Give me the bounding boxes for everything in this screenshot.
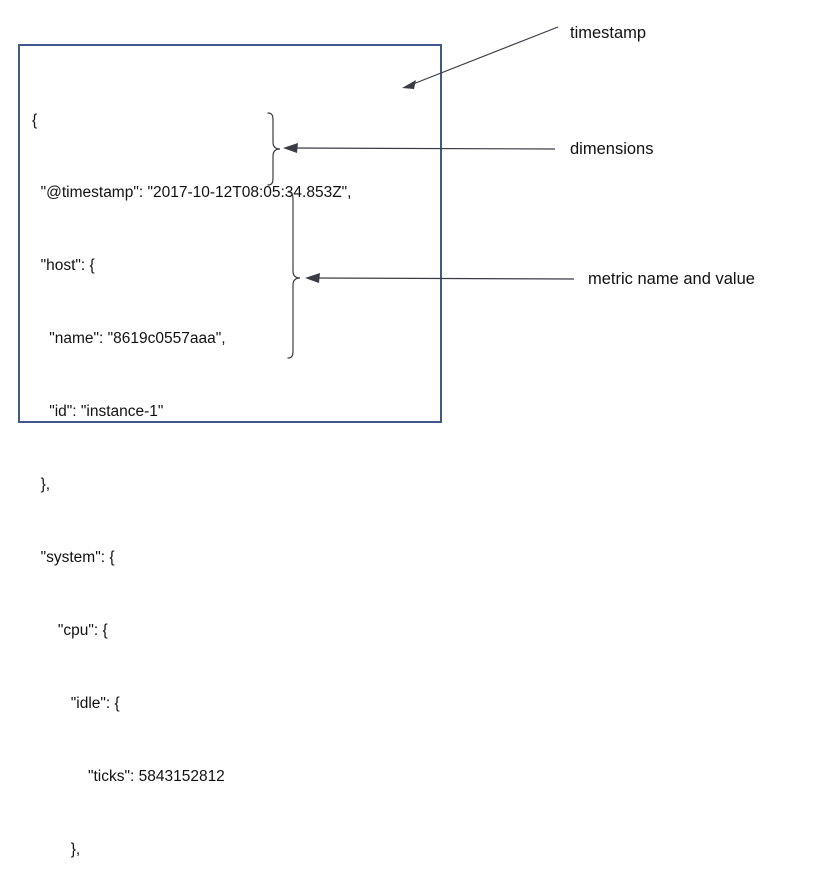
annotation-label-timestamp: timestamp	[570, 24, 647, 42]
json-line-idle-open: "idle": {	[32, 694, 120, 712]
json-line-system-open: "system": {	[32, 548, 115, 566]
json-line-idle-close: },	[32, 840, 81, 858]
annotation-label-metric: metric name and value	[588, 270, 755, 288]
json-line-cpu-open: "cpu": {	[32, 621, 108, 639]
json-line-ticks: "ticks": 5843152812	[32, 767, 225, 785]
json-line: {	[32, 111, 38, 129]
json-line-host-close: },	[32, 476, 51, 494]
json-line-host-id: "id": "instance-1"	[32, 403, 164, 421]
json-line-host-name: "name": "8619c0557aaa",	[32, 330, 226, 348]
json-line-host-open: "host": {	[32, 257, 95, 275]
json-code-block: { "@timestamp": "2017-10-12T08:05:34.853…	[32, 60, 352, 874]
annotation-label-dimensions: dimensions	[570, 140, 654, 158]
json-document-box: { "@timestamp": "2017-10-12T08:05:34.853…	[18, 44, 442, 858]
diagram-canvas: { "@timestamp": "2017-10-12T08:05:34.853…	[18, 24, 755, 858]
json-line-timestamp: "@timestamp": "2017-10-12T08:05:34.853Z"…	[32, 184, 352, 202]
